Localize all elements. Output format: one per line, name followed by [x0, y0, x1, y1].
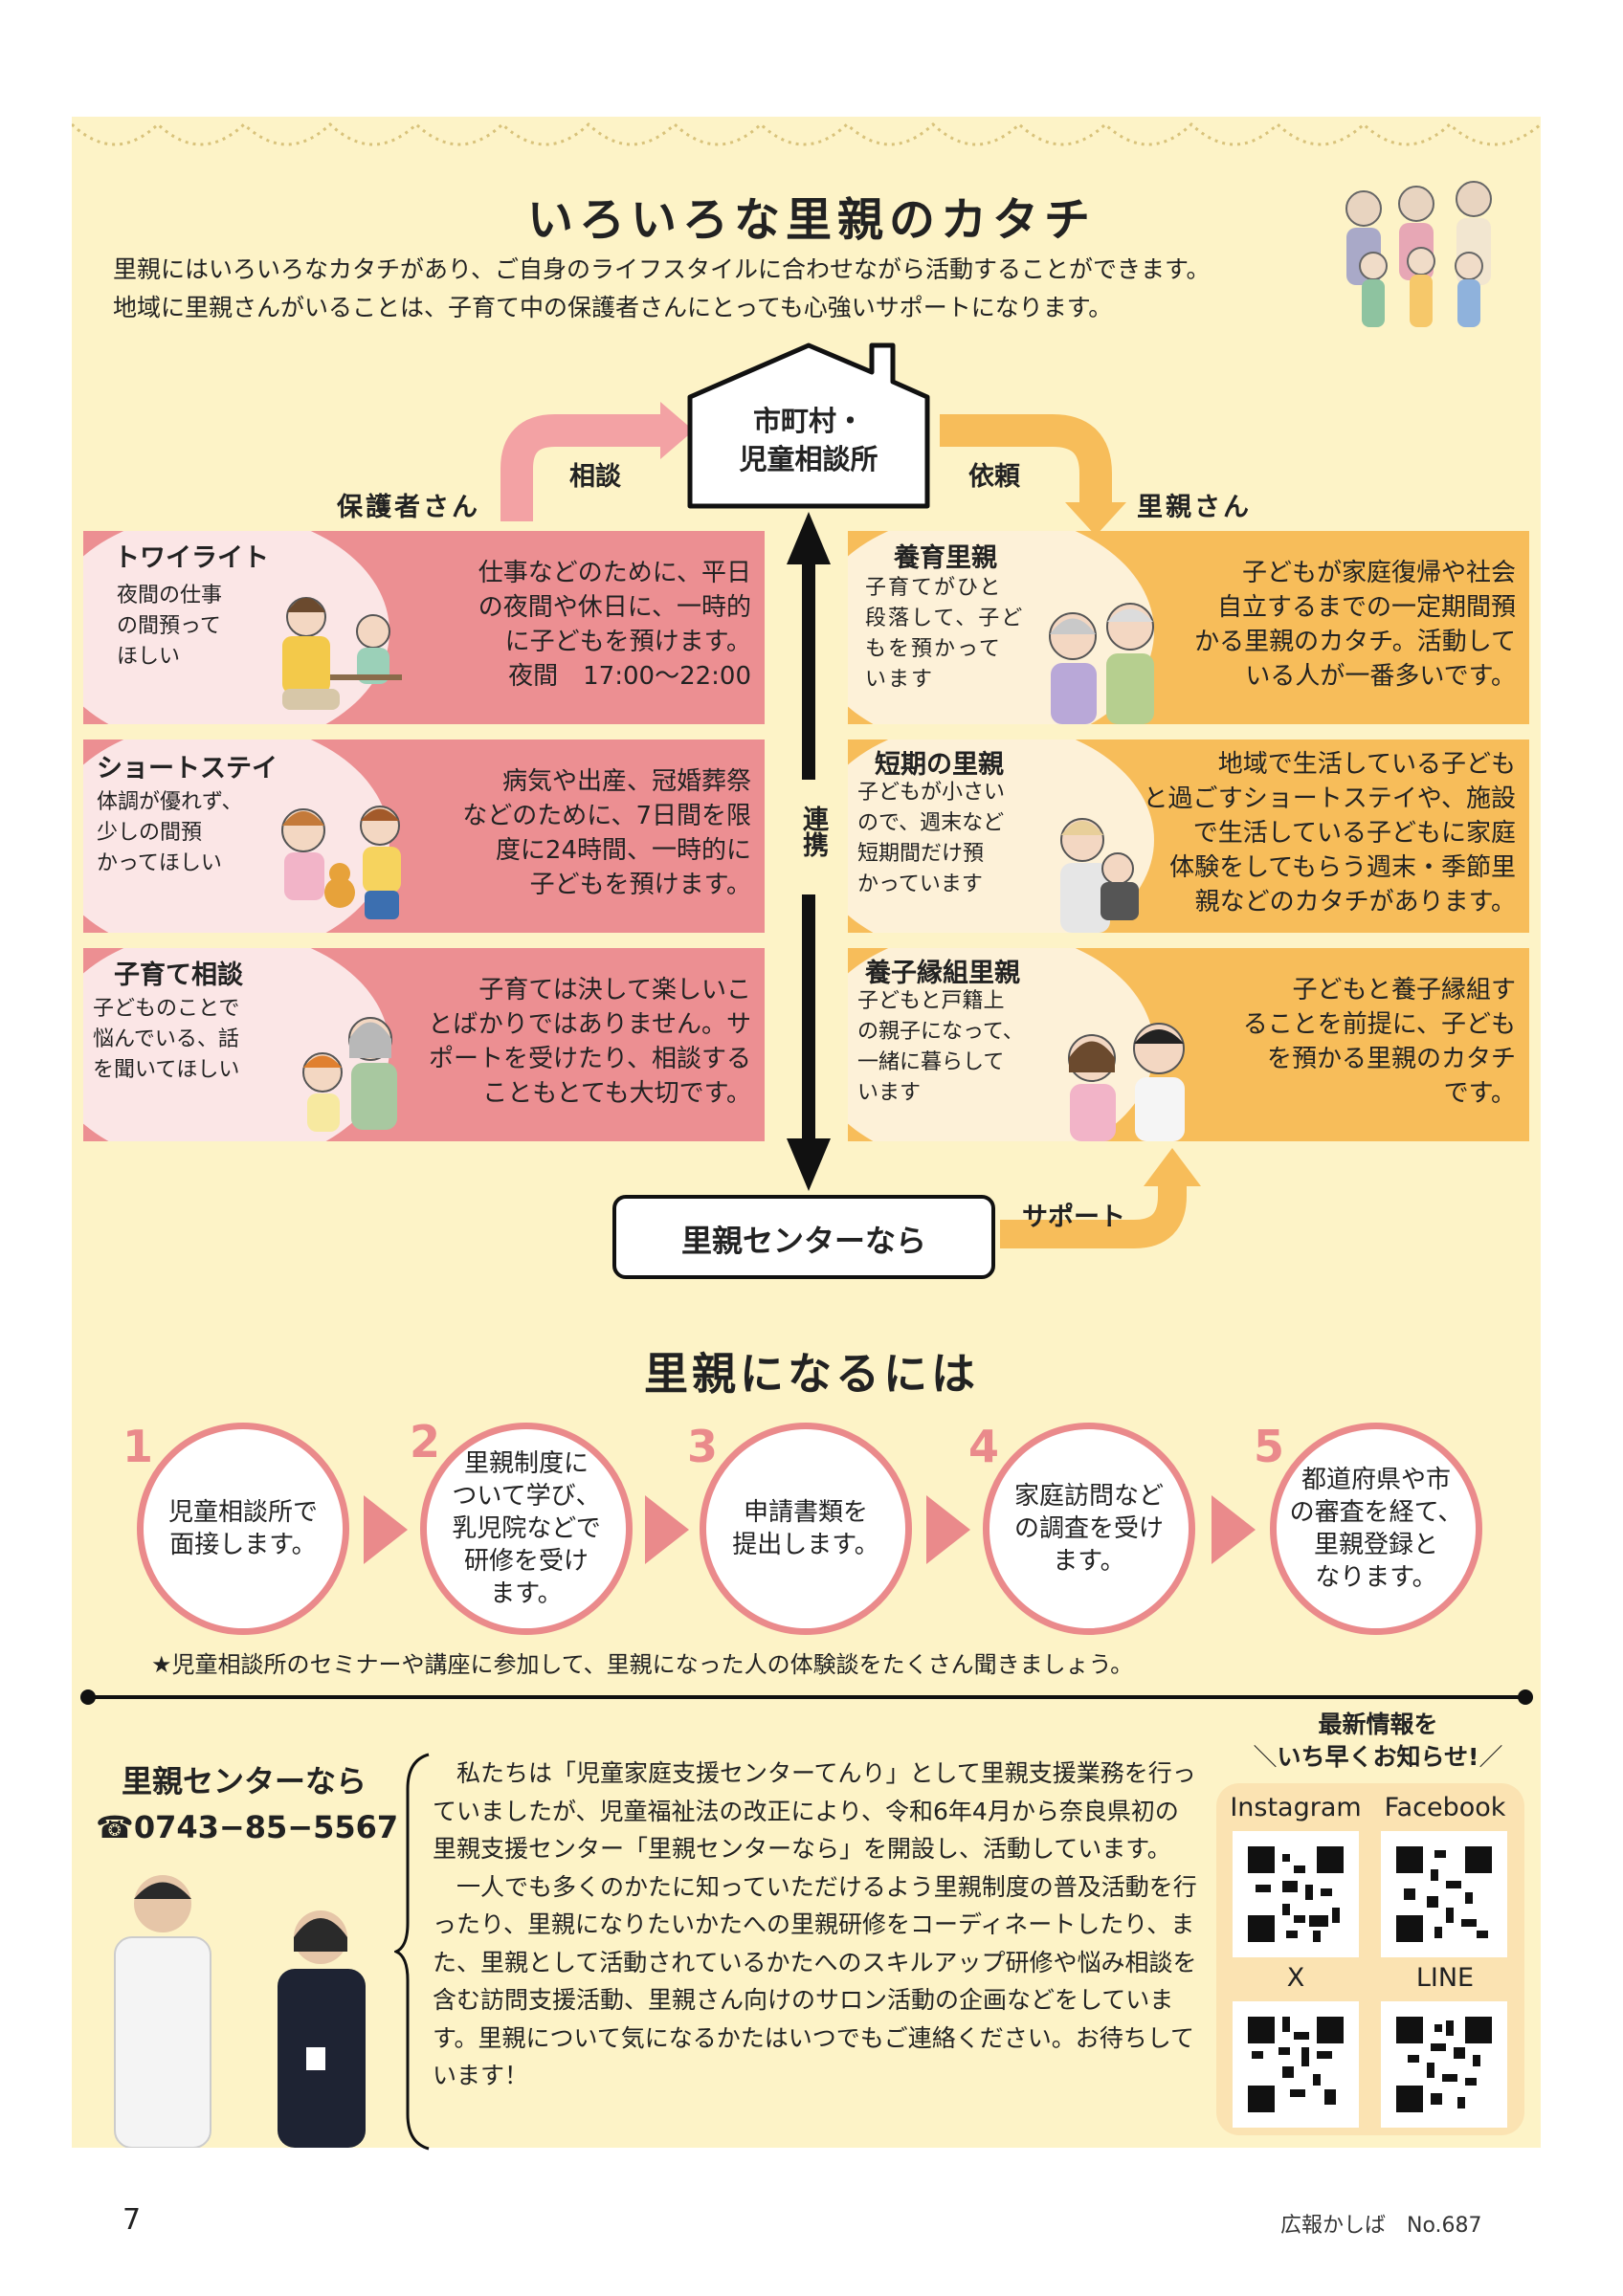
yoshi-illustration [1068, 1023, 1185, 1141]
card-sub: 子どものことで悩んでいる、話を聞いてほしい [93, 997, 240, 1082]
card-body: 子育ては決して楽しいことばかりではありません。サポートを受けたり、相談することも… [428, 976, 751, 1108]
shortstay-illustration [281, 806, 401, 919]
card-shortstay: ショートステイ 体調が優れず、少しの間預かってほしい 病気や出産、冠婚葬祭などの… [83, 740, 765, 933]
consult-label: 相談 [569, 462, 621, 492]
step-arrow [1212, 1495, 1256, 1564]
card-sub: 夜間の仕事の間預ってほしい [117, 584, 223, 669]
card-sub: 子どもと戸籍上の親子になって、一緒に暮らしています [857, 989, 1024, 1105]
page-number: 7 [122, 2203, 142, 2237]
twilight-illustration [282, 597, 402, 710]
step-number: 2 [410, 1416, 441, 1468]
sns-box: Instagram Facebook X LINE [1216, 1783, 1524, 2135]
scallop-border [72, 121, 1541, 146]
sns-label-instagram: Instagram [1230, 1793, 1362, 1822]
guardian-label: 保護者さん [337, 493, 480, 522]
facebook-qr-icon[interactable] [1381, 1831, 1507, 1957]
step-number: 1 [122, 1421, 154, 1472]
steps-heading: 里親になるには [644, 1348, 979, 1400]
office-label: 市町村・ 児童相談所 [739, 405, 878, 475]
step-number: 3 [687, 1421, 719, 1472]
x-qr-icon[interactable] [1233, 2001, 1359, 2128]
staff-photo [114, 1875, 366, 2148]
sns-label-facebook: Facebook [1384, 1793, 1506, 1822]
step-3: 申請書類を提出します。 [700, 1423, 912, 1635]
card-title: 子育て相談 [114, 960, 243, 990]
card-yoshi: 養子縁組里親 子どもと戸籍上の親子になって、一緒に暮らしています 子どもと養子縁… [848, 948, 1529, 1141]
center-name: 里親センターなら [121, 1763, 367, 1799]
about-text: 私たちは「児童家庭支援センターてんり」として里親支援業務を行っていましたが、児童… [433, 1759, 1197, 2089]
instagram-qr-icon[interactable] [1233, 1831, 1359, 1957]
card-title: 養子縁組里親 [865, 959, 1020, 988]
card-sub: 子どもが小さいので、週末など短期間だけ預かっています [857, 781, 1006, 896]
card-body: 病気や出産、冠婚葬祭などのために、7日間を限度に24時間、一時的に子どもを預けま… [462, 767, 751, 899]
intro-text: 里親にはいろいろなカタチがあり、ご自身のライフスタイルに合わせながら活動すること… [113, 255, 1211, 321]
step-4: 家庭訪問などの調査を受けます。 [983, 1423, 1195, 1635]
sns-heading: 最新情報を ＼いち早くお知らせ!／ [1253, 1711, 1503, 1771]
publication-name: 広報かしば No.687 [1280, 2214, 1482, 2238]
family-illustration [1345, 181, 1492, 327]
card-title: 短期の里親 [875, 750, 1004, 780]
line-qr-icon[interactable] [1381, 2001, 1507, 2128]
steps-note: ★児童相談所のセミナーや講座に参加して、里親になった人の体験談をたくさん聞きまし… [151, 1651, 1134, 1678]
card-tanki: 短期の里親 子どもが小さいので、週末など短期間だけ預かっています 地域で生活して… [848, 740, 1529, 933]
renkei-label: 連携 [790, 806, 829, 857]
step-arrow [364, 1495, 408, 1564]
card-body: 子どもが家庭復帰や社会自立するまでの一定期間預かる里親のカタチ。活動している人が… [1194, 559, 1516, 691]
step-arrow [645, 1495, 689, 1564]
flow-arrows [500, 402, 1201, 1248]
sns-label-x: X [1286, 1963, 1305, 1993]
page-title: いろいろな里親のカタチ [526, 193, 1096, 247]
request-label: 依頼 [968, 462, 1020, 492]
step-arrow [926, 1495, 970, 1564]
card-sub: 子育てがひと段落して、子どもを預かっています [865, 576, 1025, 692]
divider-dot [1518, 1689, 1533, 1705]
yoiku-illustration [1049, 603, 1154, 724]
tanki-illustration [1060, 818, 1139, 933]
office-house [687, 342, 930, 509]
card-consult: 子育て相談 子どものことで悩んでいる、話を聞いてほしい 子育ては決して楽しいこと… [83, 948, 765, 1141]
card-yoiku: 養育里親 子育てがひと段落して、子どもを預かっています 子どもが家庭復帰や社会自… [848, 531, 1529, 724]
divider [88, 1695, 1523, 1699]
center-box: 里親センターなら [612, 1195, 995, 1279]
card-body: 地域で生活している子どもと過ごすショートステイや、施設で生活している子どもに家庭… [1143, 750, 1516, 916]
step-number: 4 [968, 1421, 1000, 1472]
card-body: 子どもと養子縁組することを前提に、子どもを預かる里親のカタチです。 [1242, 976, 1516, 1108]
card-sub: 体調が優れず、少しの間預かってほしい [97, 790, 243, 875]
step-2: 里親制度について学び、乳児院などで研修を受けます。 [420, 1423, 633, 1635]
foster-label: 里親さん [1137, 493, 1252, 522]
step-5: 都道府県や市の審査を経て、里親登録となります。 [1270, 1423, 1482, 1635]
consult-illustration [302, 1017, 397, 1132]
card-body: 仕事などのために、平日の夜間や休日に、一時的に子どもを預けます。夜間 17:00… [478, 559, 751, 691]
step-1: 児童相談所で面接します。 [137, 1423, 349, 1635]
center-phone[interactable]: ☎0743−85−5567 [96, 1809, 399, 1845]
card-title: 養育里親 [894, 543, 997, 573]
center-contact: 里親センターなら ☎0743−85−5567 [96, 1758, 399, 1850]
divider-dot [80, 1689, 96, 1705]
card-title: ショートステイ [97, 754, 278, 784]
card-twilight: トワイライト 夜間の仕事の間預ってほしい 仕事などのために、平日の夜間や休日に、… [83, 531, 765, 724]
bracket [394, 1753, 430, 2151]
support-label: サポート [1022, 1203, 1125, 1232]
sns-label-line: LINE [1415, 1963, 1475, 1993]
card-title: トワイライト [114, 543, 269, 573]
step-number: 5 [1254, 1421, 1285, 1472]
